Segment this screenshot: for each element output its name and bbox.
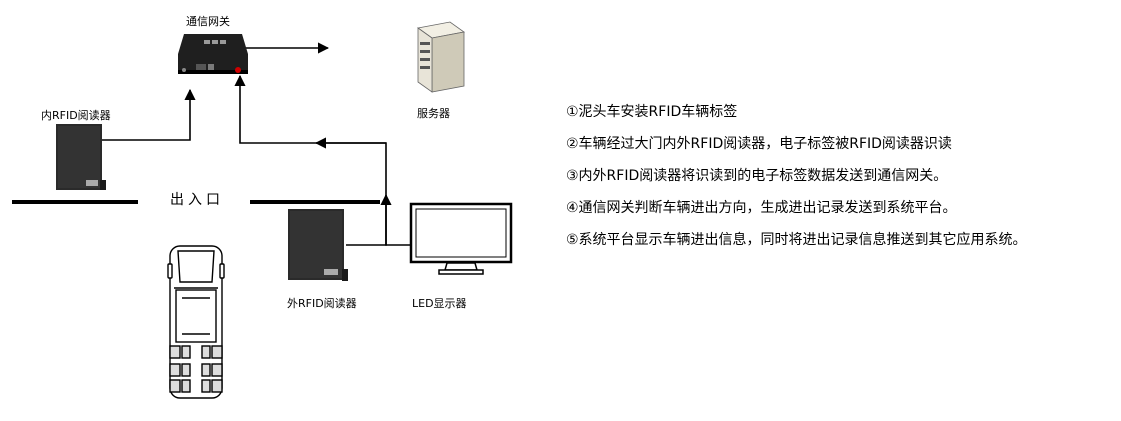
display-to-junction-line: [380, 193, 410, 246]
inner-reader-to-gateway-line: [100, 88, 196, 141]
process-steps: ①泥头车安装RFID车辆标签 ②车辆经过大门内外RFID阅读器，电子标签被RFI…: [566, 103, 1116, 263]
outer-rfid-reader-icon: [288, 209, 348, 281]
step-3: ③内外RFID阅读器将识读到的电子标签数据发送到通信网关。: [566, 168, 948, 184]
entrance-label: 出入口: [170, 192, 224, 208]
step-4: ④通信网关判断车辆进出方向，生成进出记录发送到系统平台。: [566, 200, 957, 216]
gateway-icon: [178, 34, 248, 74]
dump-truck-icon: [167, 245, 225, 399]
step-1: ①泥头车安装RFID车辆标签: [566, 104, 738, 120]
step-5: ⑤系统平台显示车辆进出信息，同时将进出记录信息推送到其它应用系统。: [566, 232, 1027, 248]
inner-reader-label: 内RFID阅读器: [41, 109, 111, 122]
inner-rfid-reader-icon: [56, 124, 106, 190]
outer-reader-label: 外RFID阅读器: [287, 297, 357, 310]
connection-lines: [100, 42, 410, 246]
gate-bar-left: [12, 200, 138, 204]
gate-bar-right: [250, 200, 380, 204]
gateway-label: 通信网关: [186, 15, 230, 28]
step-2: ②车辆经过大门内外RFID阅读器，电子标签被RFID阅读器识读: [566, 136, 952, 152]
server-icon: [417, 21, 465, 93]
display-label: LED显示器: [412, 297, 467, 310]
server-label: 服务器: [417, 107, 450, 120]
led-monitor-icon: [409, 202, 513, 275]
